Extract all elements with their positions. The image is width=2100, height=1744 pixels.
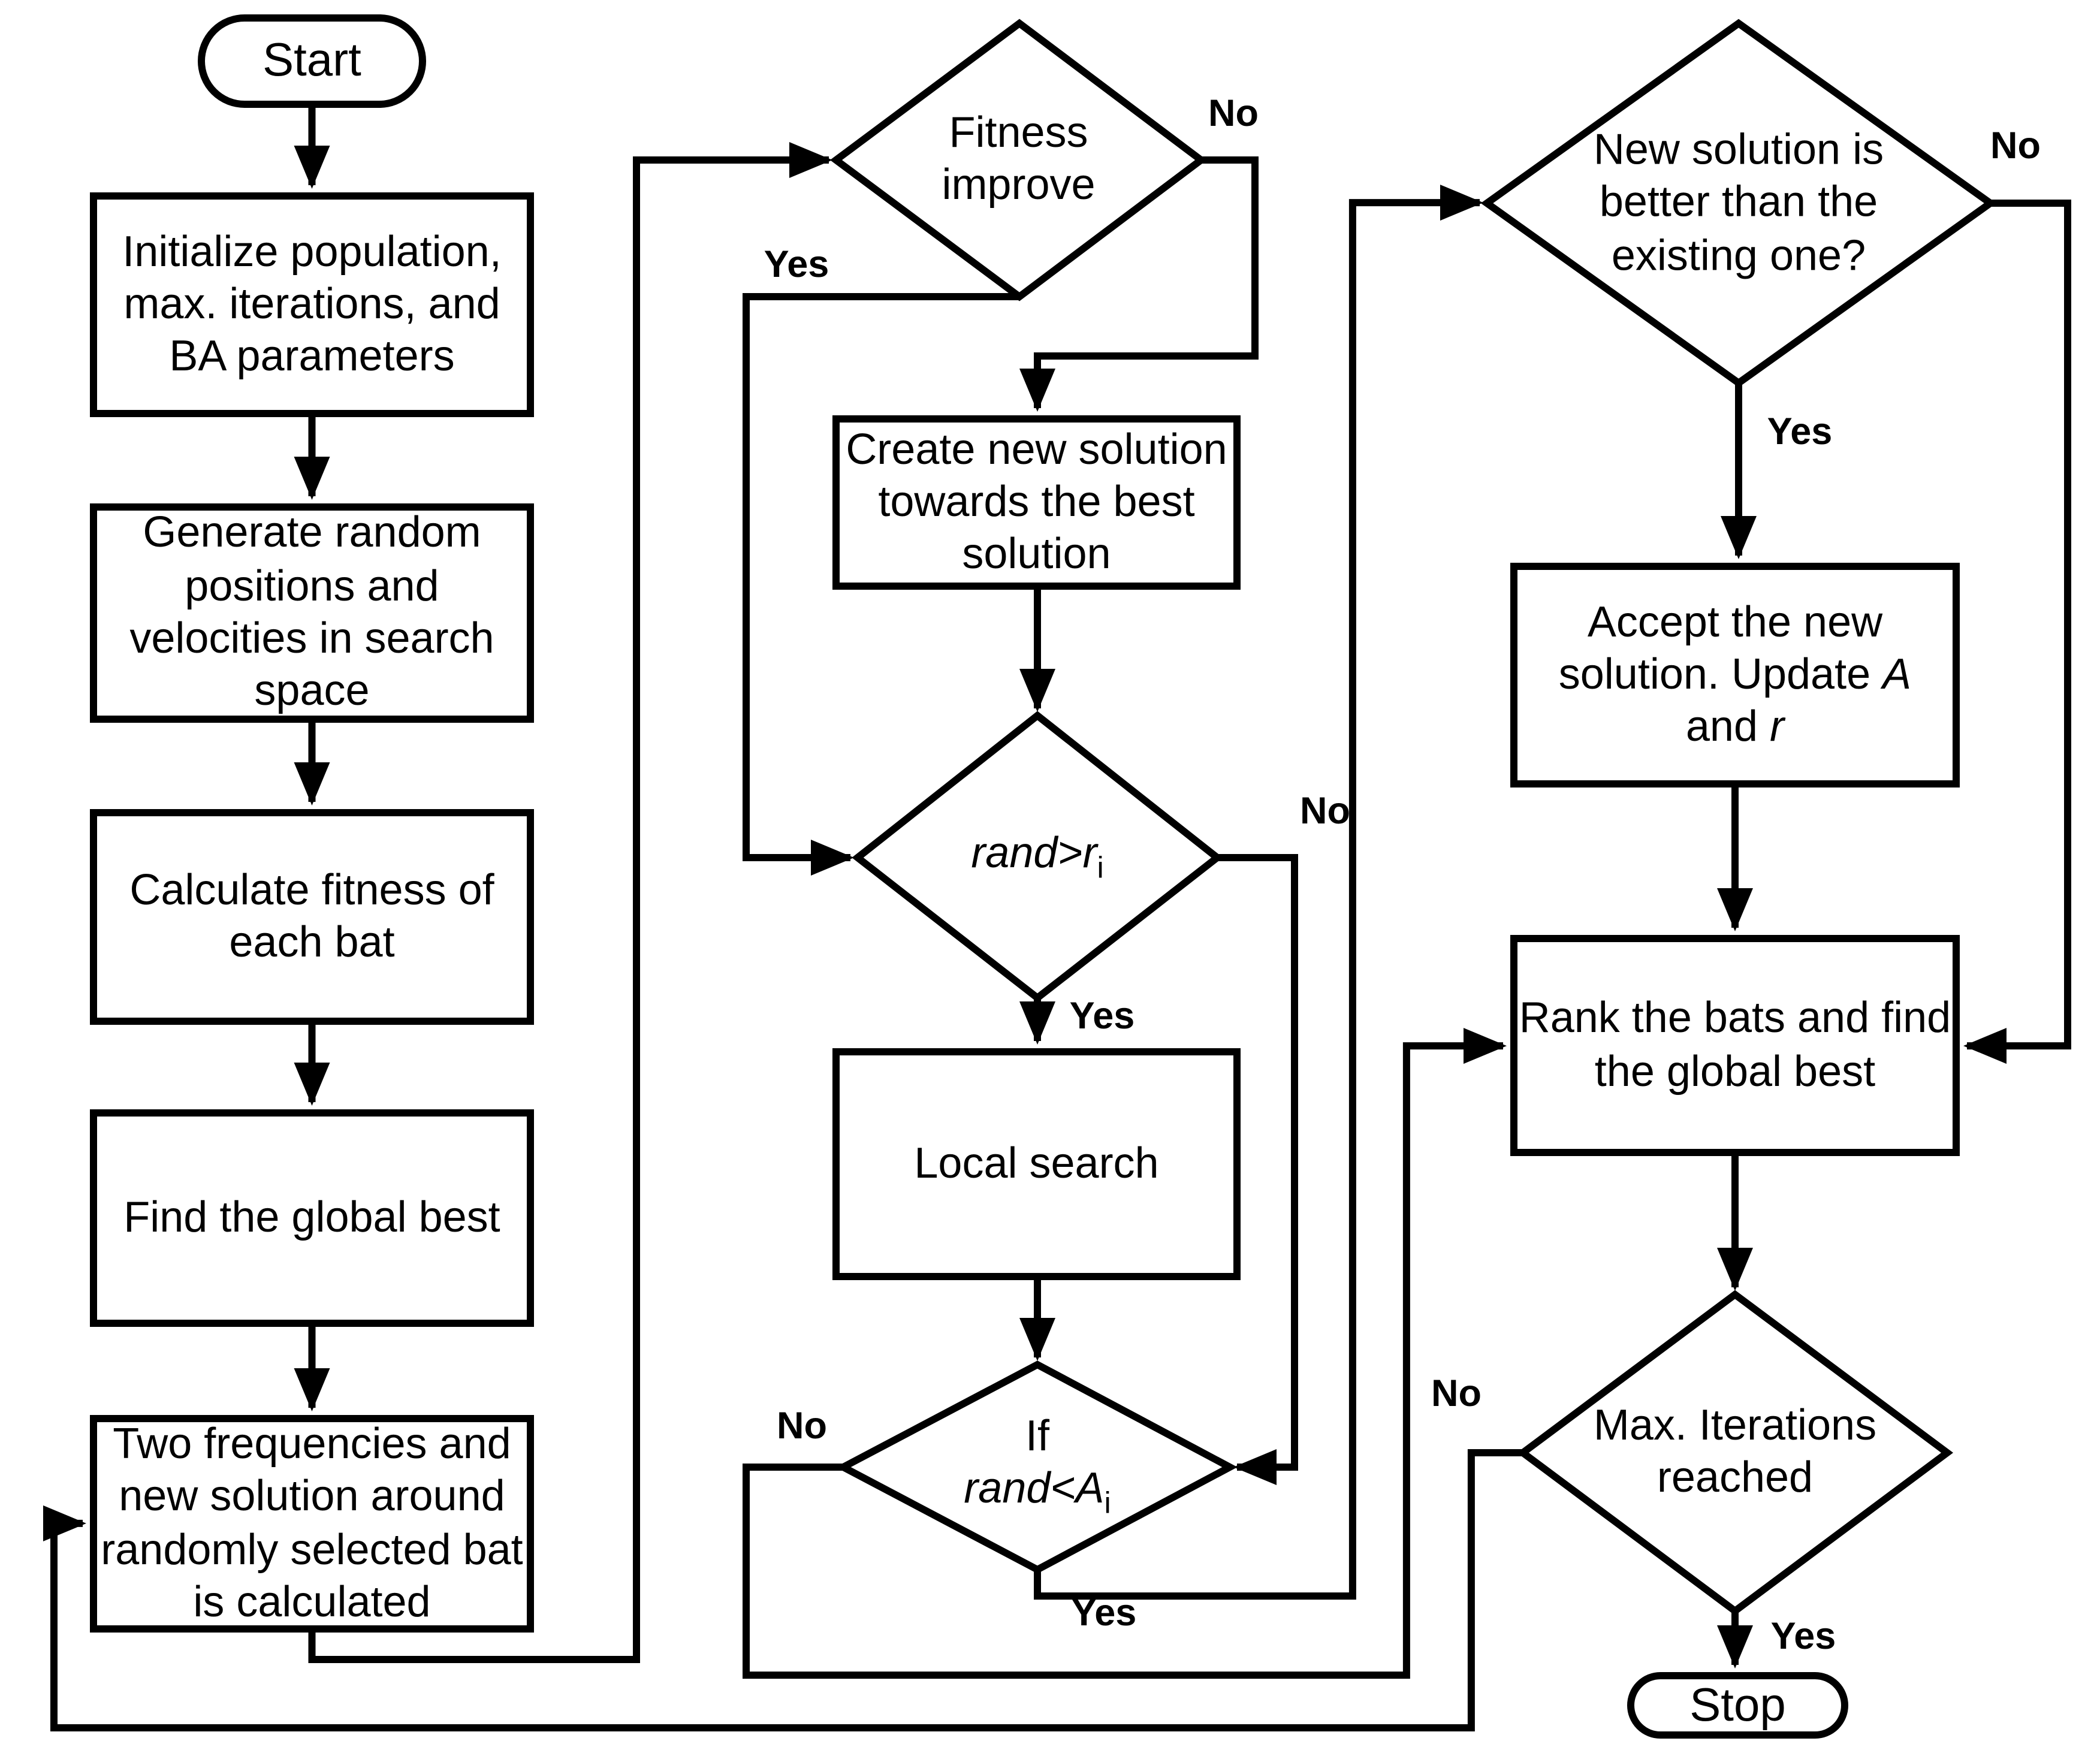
- connector-randltai-yes-to-newbetter: [1034, 185, 1483, 1600]
- rand-gt-ri-expression: rand>r: [971, 829, 1097, 879]
- edge-label-max-iterations-no: No: [1431, 1374, 1482, 1415]
- rand-lt-ai-subscript: i: [1104, 1486, 1111, 1521]
- rand-lt-ai-expression: rand<A: [964, 1465, 1105, 1514]
- connector-randltai-no-to-rank: [743, 1028, 1507, 1679]
- calculate-fitness-box: Calculate fitness of each bat: [90, 809, 534, 1025]
- edge-label-new-solution-better-yes: Yes: [1767, 412, 1833, 453]
- stop-terminal: Stop: [1627, 1672, 1848, 1739]
- accept-label-var-A: A: [1882, 650, 1912, 699]
- find-global-best-box: Find the global best: [90, 1109, 534, 1327]
- accept-label-text2: and: [1685, 703, 1758, 752]
- max-iterations-diamond-label: Max. Iterations reached: [1593, 1402, 1877, 1503]
- edge-label-rand-gt-ri-no: No: [1300, 791, 1350, 832]
- accept-solution-box: Accept the new solution. Update A and r: [1510, 563, 1960, 787]
- connector-fitnessimprove-no-to-createsolution: [1019, 156, 1259, 412]
- edge-label-rand-lt-ai-yes: Yes: [1071, 1593, 1137, 1634]
- connector-newbetter-no-to-rank: [1963, 200, 2071, 1064]
- generate-positions-box: Generate random positions and velocities…: [90, 503, 534, 723]
- local-search-box: Local search: [832, 1048, 1241, 1280]
- rand-lt-ai-diamond-label: If rand<Ai: [964, 1411, 1111, 1523]
- accept-solution-label: Accept the new solution. Update A and r: [1559, 596, 1911, 754]
- connector-twofreq-to-fitnessimprove: [308, 142, 832, 1663]
- edge-label-new-solution-better-no: No: [1990, 126, 2041, 167]
- connector-fitnessimprove-yes-to-randgtri: [743, 293, 1019, 876]
- initialize-population-box: Initialize population, max. iterations, …: [90, 192, 534, 417]
- create-new-solution-box: Create new solution towards the best sol…: [832, 415, 1241, 590]
- connector-maxiter-no-to-twofreq: [43, 1449, 1523, 1731]
- rand-gt-ri-subscript: i: [1097, 850, 1104, 885]
- accept-label-text: Accept the new solution. Update: [1558, 598, 1883, 699]
- rand-gt-ri-diamond-label: rand>ri: [971, 828, 1103, 888]
- rank-bats-box: Rank the bats and find the global best: [1510, 935, 1960, 1156]
- edge-label-fitness-improve-no: No: [1208, 93, 1259, 135]
- connector-randgtri-no-to-randltai: [1217, 854, 1298, 1485]
- start-terminal: Start: [198, 14, 426, 108]
- two-frequencies-box: Two frequencies and new solution around …: [90, 1415, 534, 1633]
- fitness-improve-diamond-label: Fitness improve: [942, 109, 1096, 210]
- edge-label-rand-lt-ai-no: No: [777, 1406, 827, 1447]
- edge-label-rand-gt-ri-yes: Yes: [1069, 996, 1135, 1037]
- new-solution-better-diamond-label: New solution is better than the existing…: [1593, 126, 1884, 280]
- edge-label-fitness-improve-yes: Yes: [764, 245, 829, 286]
- rand-lt-ai-if-text: If: [1025, 1413, 1049, 1462]
- accept-label-var-r: r: [1770, 703, 1785, 752]
- edge-label-max-iterations-yes: Yes: [1770, 1616, 1836, 1658]
